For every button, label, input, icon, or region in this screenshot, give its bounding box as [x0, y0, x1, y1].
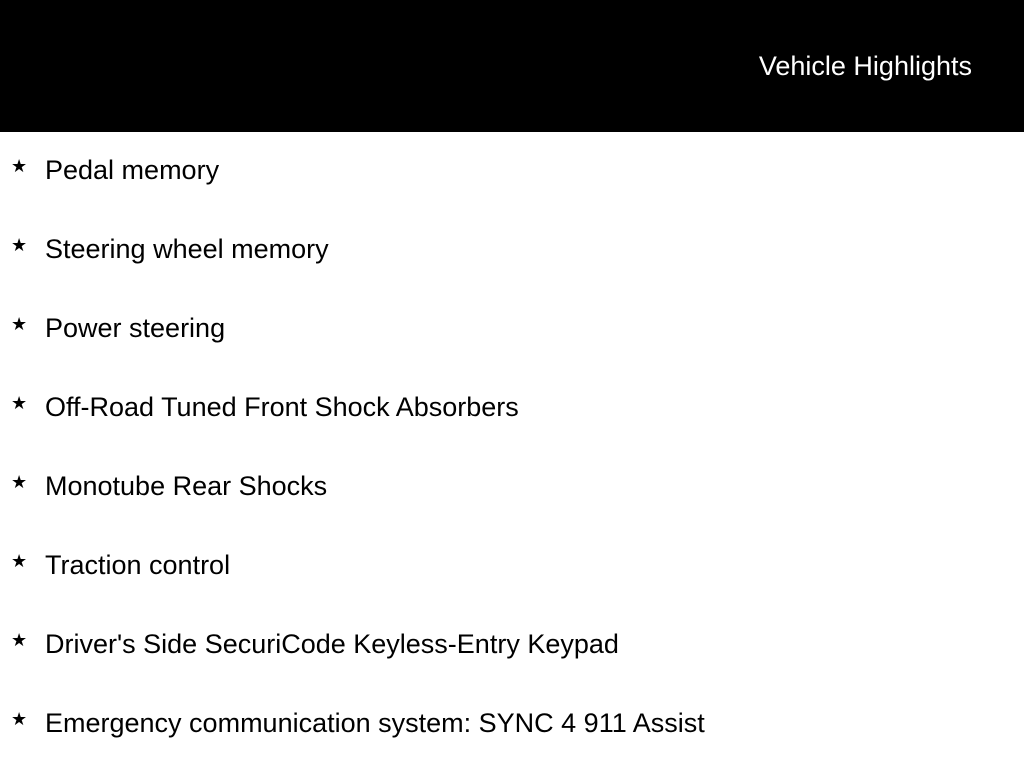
star-icon: ★ — [11, 314, 28, 335]
highlight-label: Emergency communication system: SYNC 4 9… — [45, 708, 705, 738]
highlight-label: Power steering — [45, 313, 226, 343]
list-item: ★ Power steering — [0, 290, 1024, 369]
star-icon: ★ — [11, 709, 28, 730]
list-item: ★ Monotube Rear Shocks — [0, 448, 1024, 527]
star-icon: ★ — [11, 156, 28, 177]
list-item: ★ Driver's Side SecuriCode Keyless-Entry… — [0, 606, 1024, 685]
highlight-label: Driver's Side SecuriCode Keyless-Entry K… — [45, 629, 619, 659]
star-icon: ★ — [11, 393, 28, 414]
highlight-label: Pedal memory — [45, 155, 220, 185]
page-title: Vehicle Highlights — [758, 51, 972, 81]
highlight-label: Steering wheel memory — [45, 234, 329, 264]
highlight-label: Traction control — [45, 550, 231, 580]
highlight-label: Off-Road Tuned Front Shock Absorbers — [45, 392, 519, 422]
list-item: ★ Off-Road Tuned Front Shock Absorbers — [0, 369, 1024, 448]
list-item: ★ Traction control — [0, 527, 1024, 606]
star-icon: ★ — [11, 551, 28, 572]
list-item: ★ Emergency communication system: SYNC 4… — [0, 685, 1024, 764]
star-icon: ★ — [11, 630, 28, 651]
header-banner: Vehicle Highlights — [0, 0, 1024, 132]
star-icon: ★ — [11, 235, 28, 256]
highlight-label: Monotube Rear Shocks — [45, 471, 328, 501]
highlights-list: ★ Pedal memory ★ Steering wheel memory ★… — [0, 132, 1024, 764]
star-icon: ★ — [11, 472, 28, 493]
list-item: ★ Pedal memory — [0, 132, 1024, 211]
list-item: ★ Steering wheel memory — [0, 211, 1024, 290]
